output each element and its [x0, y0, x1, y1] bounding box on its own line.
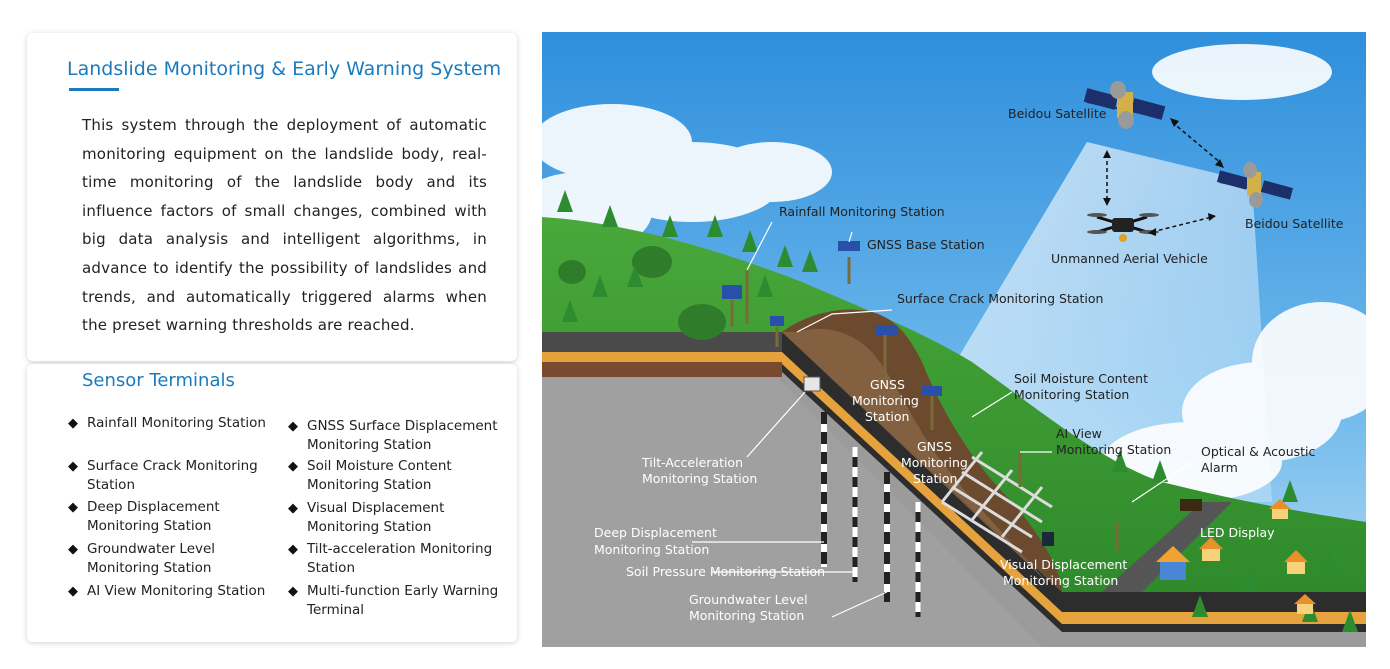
- road: [1102, 502, 1232, 592]
- optical-alarm-label: Alarm: [1201, 460, 1238, 475]
- retaining-grid: [940, 451, 1053, 554]
- trees: [557, 190, 1358, 632]
- title-underline: [69, 88, 119, 91]
- landslide-diagram: Beidou Satellite Beidou Satellite Unmann…: [542, 32, 1366, 647]
- diamond-bullet-icon: ◆: [68, 500, 78, 515]
- houses: [1156, 499, 1316, 614]
- diamond-bullet-icon: ◆: [288, 501, 298, 516]
- beidou-satellite-1-icon: [1083, 81, 1166, 129]
- ai-view-station-label: Monitoring Station: [1056, 442, 1171, 457]
- diamond-bullet-icon: ◆: [68, 416, 78, 431]
- soil-moisture-station-label: Monitoring Station: [1014, 387, 1129, 402]
- gnss-station-label: GNSS: [917, 439, 952, 454]
- tilt-station-label: Tilt-Acceleration: [641, 455, 743, 470]
- visual-displacement-label: Monitoring Station: [1003, 573, 1118, 588]
- sensor-terminals-card: Sensor Terminals ◆Rainfall Monitoring St…: [27, 364, 517, 642]
- rainfall-station-label: Rainfall Monitoring Station: [779, 204, 945, 219]
- diagram-labels: Beidou Satellite Beidou Satellite Unmann…: [594, 106, 1344, 623]
- intro-description: This system through the deployment of au…: [82, 116, 487, 335]
- visual-displacement-label: Visual Displacement: [1000, 557, 1127, 572]
- gnss-station-label: Station: [913, 471, 957, 486]
- terminal-item: ◆Tilt-acceleration Monitoring Station: [288, 541, 493, 576]
- ai-view-station-label: AI View: [1056, 426, 1102, 441]
- beidou-satellite-label: Beidou Satellite: [1008, 106, 1107, 121]
- diamond-bullet-icon: ◆: [288, 542, 298, 557]
- diamond-bullet-icon: ◆: [68, 459, 78, 474]
- uav-label: Unmanned Aerial Vehicle: [1051, 251, 1208, 266]
- tilt-sensor: [803, 376, 821, 392]
- diamond-bullet-icon: ◆: [288, 419, 298, 434]
- optical-alarm-label: Optical & Acoustic: [1201, 444, 1316, 459]
- diamond-bullet-icon: ◆: [288, 584, 298, 599]
- terminal-item: ◆Rainfall Monitoring Station: [68, 415, 266, 431]
- tilt-station-label: Monitoring Station: [642, 471, 757, 486]
- soil-pressure-label: Soil Pressure Monitoring Station: [626, 564, 825, 579]
- diagram-canvas: Beidou Satellite Beidou Satellite Unmann…: [542, 32, 1366, 647]
- led-display-board: [1180, 499, 1202, 511]
- leader-lines: [692, 221, 1193, 618]
- surface-crack-station-label: Surface Crack Monitoring Station: [897, 291, 1103, 306]
- groundwater-label: Monitoring Station: [689, 608, 804, 623]
- beidou-satellite-label: Beidou Satellite: [1245, 216, 1344, 231]
- deep-displacement-label: Deep Displacement: [594, 525, 717, 540]
- terminal-item: ◆GNSS Surface Displacement Monitoring St…: [288, 418, 498, 453]
- borehole-probes: [821, 412, 921, 617]
- camera-box: [1042, 532, 1054, 546]
- gnss-station-label: Monitoring: [901, 455, 968, 470]
- terminal-item: ◆Deep Displacement Monitoring Station: [68, 499, 220, 534]
- signal-arrows: [1106, 121, 1223, 233]
- terminal-item: ◆AI View Monitoring Station: [68, 583, 266, 599]
- diamond-bullet-icon: ◆: [288, 459, 298, 474]
- beidou-satellite-2-icon: [1216, 162, 1294, 208]
- led-display-label: LED Display: [1200, 525, 1275, 540]
- instruments: [722, 241, 1202, 552]
- terminal-item: ◆Visual Displacement Monitoring Station: [288, 500, 445, 535]
- terminal-item: ◆Soil Moisture Content Monitoring Statio…: [288, 458, 452, 493]
- uav-icon: [1087, 213, 1159, 242]
- gnss-station-label: Station: [865, 409, 909, 424]
- terminal-item: ◆Surface Crack Monitoring Station: [68, 458, 258, 493]
- terminal-item: ◆Multi-function Early Warning Terminal: [288, 583, 499, 618]
- soil-moisture-station-label: Soil Moisture Content: [1014, 371, 1148, 386]
- diamond-bullet-icon: ◆: [68, 542, 78, 557]
- diamond-bullet-icon: ◆: [68, 584, 78, 599]
- gnss-station-label: Monitoring: [852, 393, 919, 408]
- groundwater-label: Groundwater Level: [689, 592, 808, 607]
- terminal-item: ◆Groundwater Level Monitoring Station: [68, 541, 216, 576]
- sensor-terminals-title: Sensor Terminals: [82, 370, 235, 391]
- deep-displacement-label: Monitoring Station: [594, 542, 709, 557]
- gnss-base-station-label: GNSS Base Station: [867, 237, 985, 252]
- page-title: Landslide Monitoring & Early Warning Sys…: [67, 58, 502, 80]
- intro-card: Landslide Monitoring & Early Warning Sys…: [27, 33, 517, 361]
- gnss-station-label: GNSS: [870, 377, 905, 392]
